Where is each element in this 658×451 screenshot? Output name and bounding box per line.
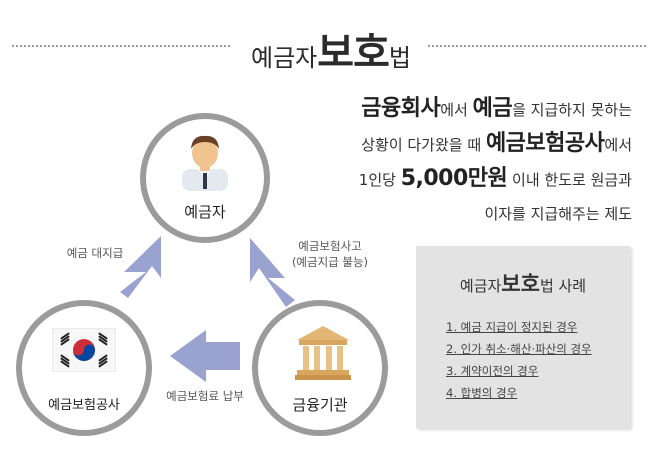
bank-building-icon: [295, 326, 351, 380]
arrow-institution-to-kdic: [170, 330, 240, 382]
title-prefix: 예금자: [251, 44, 318, 72]
node-kdic: 예금보험공사: [16, 300, 152, 436]
node-depositor: 예금자: [140, 113, 270, 243]
arrow-kdic-to-depositor: [120, 236, 161, 298]
case-item: 4. 합병의 경우: [446, 386, 518, 400]
case-item: 1. 예금 지급이 정지된 경우: [446, 320, 578, 334]
title-divider-left: [12, 45, 230, 47]
node-institution-label: 금융기관: [292, 396, 348, 414]
case-box: 예금자보호법 사례 1. 예금 지급이 정지된 경우 2. 인가 취소·해산·파…: [416, 246, 630, 428]
description: 금융회사에서 예금을 지급하지 못하는 상황이 다가왔을 때 예금보험공사에서 …: [292, 92, 632, 231]
arrow-institution-to-depositor: [250, 238, 295, 307]
title-emphasis: 보호: [317, 30, 390, 76]
node-kdic-label: 예금보험공사: [48, 398, 120, 413]
title-bar: 예금자보호법: [0, 18, 658, 76]
title-suffix: 법: [388, 44, 411, 72]
page-title: 예금자보호법: [236, 20, 426, 78]
node-institution: 금융기관: [252, 300, 388, 436]
description-line-4: 이자를 지급해주는 제도: [484, 205, 632, 223]
case-list: 1. 예금 지급이 정지된 경우 2. 인가 취소·해산·파산의 경우 3. 계…: [446, 316, 592, 404]
description-line-3: 1인당 5,000만원 이내 한도로 원금과: [358, 166, 632, 191]
person-icon: [182, 135, 228, 191]
label-institution-to-kdic: 예금보험료 납부: [166, 389, 244, 403]
case-item: 3. 계약이전의 경우: [446, 364, 539, 378]
label-institution-to-depositor: 예금보험사고 (예금지급 불능): [291, 239, 369, 269]
node-depositor-label: 예금자: [184, 203, 226, 221]
description-line-2: 상황이 다가왔을 때 예금보험공사에서: [361, 131, 632, 156]
case-item: 2. 인가 취소·해산·파산의 경우: [446, 342, 592, 356]
title-divider-right: [428, 45, 646, 47]
case-box-title: 예금자보호법 사례: [459, 272, 587, 296]
korea-flag-icon: [52, 328, 116, 372]
description-line-1: 금융회사에서 예금을 지급하지 못하는: [361, 96, 632, 121]
label-kdic-to-depositor: 예금 대지급: [66, 246, 124, 260]
